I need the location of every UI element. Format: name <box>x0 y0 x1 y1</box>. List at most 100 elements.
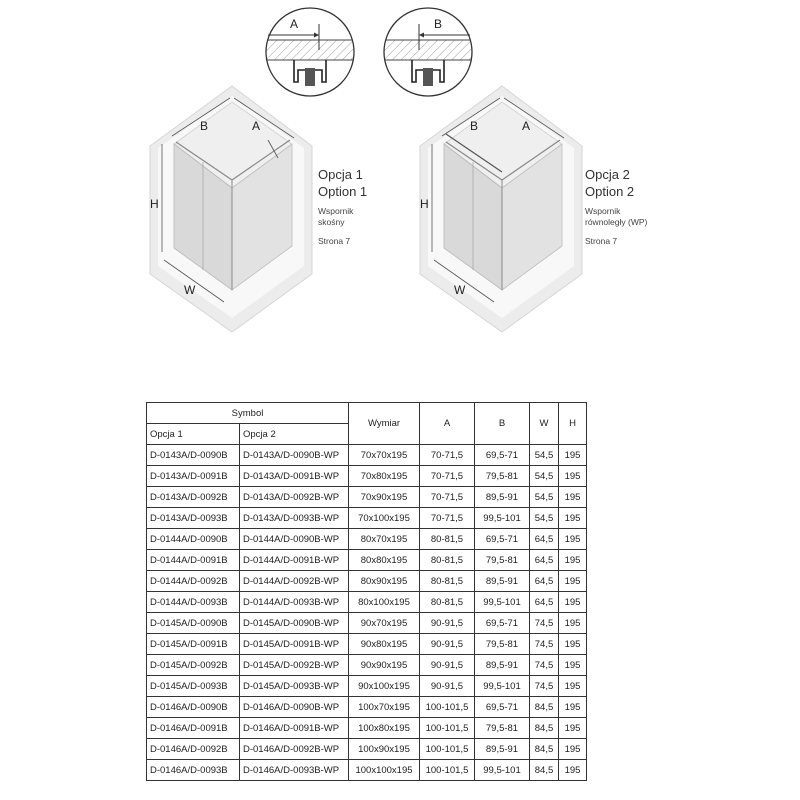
enclosure-2-label-a: A <box>522 119 530 133</box>
option-2-note-line1: Wspornik <box>585 206 621 216</box>
cell-w: 64,5 <box>529 528 559 550</box>
cell-a: 100-101,5 <box>419 696 475 718</box>
cell-symbol-option-2: D-0144A/D-0093B-WP <box>239 591 349 613</box>
cell-b: 99,5-101 <box>474 591 530 613</box>
cell-b: 79,5-81 <box>474 717 530 739</box>
cell-symbol-option-2: D-0144A/D-0090B-WP <box>239 528 349 550</box>
cell-w: 54,5 <box>529 486 559 508</box>
table-subheader-row: Opcja 1 Opcja 2 <box>146 423 587 445</box>
cell-w: 74,5 <box>529 654 559 676</box>
option-2-caption: Opcja 2 Option 2 Wspornik równoległy (WP… <box>585 166 647 247</box>
enclosure-1-label-a: A <box>252 119 260 133</box>
cell-size: 80x80x195 <box>348 549 420 571</box>
cell-a: 90-91,5 <box>419 612 475 634</box>
option-2-note-line2: równoległy (WP) <box>585 217 648 227</box>
cell-symbol-option-1: D-0146A/D-0092B <box>146 738 240 760</box>
cell-a: 70-71,5 <box>419 465 475 487</box>
cell-b: 89,5-91 <box>474 486 530 508</box>
cell-w: 64,5 <box>529 570 559 592</box>
cell-symbol-option-1: D-0143A/D-0093B <box>146 507 240 529</box>
cell-b: 89,5-91 <box>474 738 530 760</box>
cell-b: 69,5-71 <box>474 696 530 718</box>
cell-b: 89,5-91 <box>474 654 530 676</box>
cell-a: 70-71,5 <box>419 486 475 508</box>
cell-h: 195 <box>558 528 587 550</box>
cell-w: 74,5 <box>529 612 559 634</box>
cell-symbol-option-1: D-0143A/D-0090B <box>146 444 240 466</box>
cell-a: 80-81,5 <box>419 528 475 550</box>
profile-detail-a: A <box>265 7 355 97</box>
header-w: W <box>529 402 559 445</box>
cell-w: 64,5 <box>529 549 559 571</box>
cell-size: 100x80x195 <box>348 717 420 739</box>
cell-size: 90x90x195 <box>348 654 420 676</box>
cell-a: 70-71,5 <box>419 444 475 466</box>
cell-a: 100-101,5 <box>419 717 475 739</box>
cell-h: 195 <box>558 507 587 529</box>
cell-w: 64,5 <box>529 591 559 613</box>
cell-size: 70x70x195 <box>348 444 420 466</box>
cell-symbol-option-2: D-0143A/D-0092B-WP <box>239 486 349 508</box>
cell-h: 195 <box>558 675 587 697</box>
cell-h: 195 <box>558 549 587 571</box>
option-2-title-pl: Opcja 2 <box>585 167 630 182</box>
cell-w: 54,5 <box>529 465 559 487</box>
cell-size: 70x100x195 <box>348 507 420 529</box>
cell-symbol-option-1: D-0143A/D-0092B <box>146 486 240 508</box>
cell-symbol-option-1: D-0146A/D-0090B <box>146 696 240 718</box>
profile-detail-b: B <box>383 7 473 97</box>
cell-b: 99,5-101 <box>474 759 530 781</box>
cell-a: 80-81,5 <box>419 570 475 592</box>
cell-h: 195 <box>558 570 587 592</box>
cell-a: 70-71,5 <box>419 507 475 529</box>
cell-symbol-option-2: D-0146A/D-0091B-WP <box>239 717 349 739</box>
cell-symbol-option-2: D-0143A/D-0093B-WP <box>239 507 349 529</box>
cell-h: 195 <box>558 717 587 739</box>
enclosure-1-label-h: H <box>150 197 159 211</box>
cell-a: 100-101,5 <box>419 759 475 781</box>
cell-w: 84,5 <box>529 759 559 781</box>
detail-b-label: B <box>434 17 442 31</box>
detail-a-label: A <box>290 17 298 31</box>
enclosure-2-label-h: H <box>420 197 429 211</box>
option-2-title-en: Option 2 <box>585 184 635 199</box>
option-1-note-line2: skośny <box>318 217 345 227</box>
cell-symbol-option-2: D-0146A/D-0092B-WP <box>239 738 349 760</box>
cell-h: 195 <box>558 654 587 676</box>
cell-h: 195 <box>558 696 587 718</box>
cell-b: 79,5-81 <box>474 465 530 487</box>
cell-size: 100x90x195 <box>348 738 420 760</box>
cell-size: 70x80x195 <box>348 465 420 487</box>
option-1-caption: Opcja 1 Option 1 Wspornik skośny Strona … <box>318 166 367 247</box>
cell-symbol-option-2: D-0145A/D-0091B-WP <box>239 633 349 655</box>
option-2-page-ref: Strona 7 <box>585 236 618 246</box>
option-1-title-en: Option 1 <box>318 184 368 199</box>
enclosure-2-label-w: W <box>454 283 466 297</box>
cell-a: 80-81,5 <box>419 591 475 613</box>
cell-a: 80-81,5 <box>419 549 475 571</box>
cell-h: 195 <box>558 633 587 655</box>
option-1-page-ref: Strona 7 <box>318 236 351 246</box>
enclosure-1-label-w: W <box>184 283 196 297</box>
cell-symbol-option-1: D-0143A/D-0091B <box>146 465 240 487</box>
cell-size: 80x100x195 <box>348 591 420 613</box>
cell-size: 80x90x195 <box>348 570 420 592</box>
header-symbol: Symbol <box>146 402 349 424</box>
cell-h: 195 <box>558 759 587 781</box>
cell-symbol-option-2: D-0146A/D-0090B-WP <box>239 696 349 718</box>
cell-symbol-option-2: D-0145A/D-0093B-WP <box>239 675 349 697</box>
enclosure-option-2-drawing: B A H W <box>419 85 583 333</box>
cell-symbol-option-2: D-0143A/D-0090B-WP <box>239 444 349 466</box>
header-h: H <box>558 402 587 445</box>
cell-symbol-option-2: D-0144A/D-0091B-WP <box>239 549 349 571</box>
header-b: B <box>474 402 530 445</box>
cell-h: 195 <box>558 444 587 466</box>
cell-b: 99,5-101 <box>474 675 530 697</box>
cell-symbol-option-1: D-0145A/D-0093B <box>146 675 240 697</box>
